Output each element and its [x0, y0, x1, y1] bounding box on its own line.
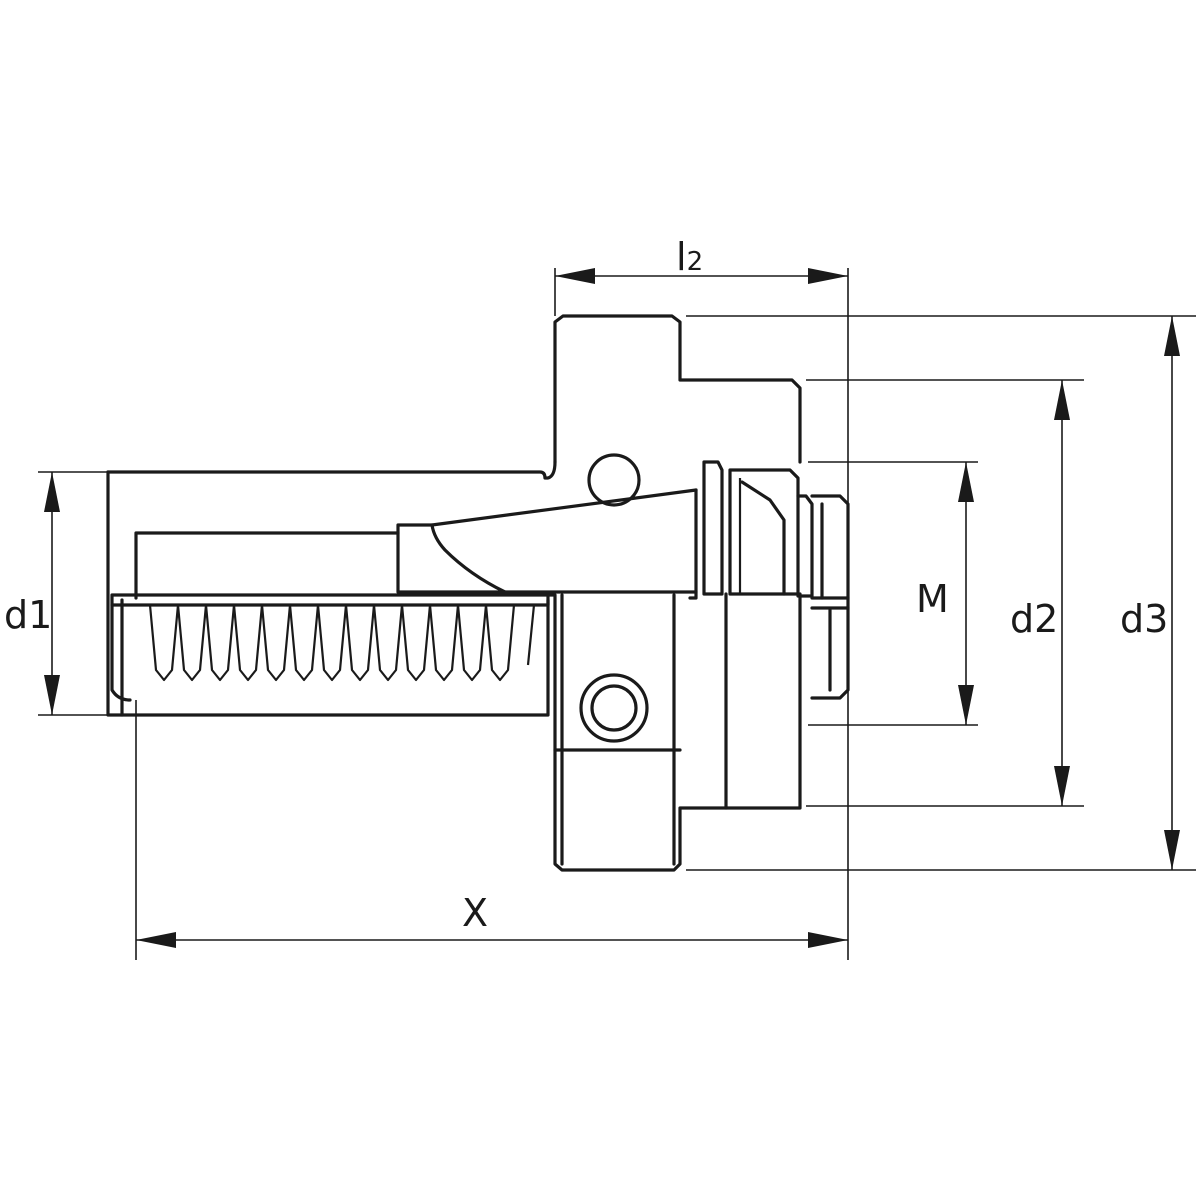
cross-hole-inner [590, 684, 638, 732]
locking-ball [587, 453, 641, 507]
label-X: X [462, 891, 488, 935]
inner-step [134, 488, 698, 600]
X-arrow-left [136, 932, 176, 948]
shank-bottom-edge [120, 598, 550, 717]
screw-head [796, 494, 814, 598]
X-arrow-right [808, 932, 848, 948]
clamp-block [553, 314, 802, 464]
collet-ring [728, 468, 800, 596]
collet-body [688, 488, 698, 600]
label-l2: l2 [676, 235, 703, 279]
thread-rack-frame [110, 593, 550, 607]
d2-arrow-bottom [1054, 766, 1070, 806]
label-d3: d3 [1120, 597, 1168, 641]
thread-end-cap [110, 603, 132, 702]
d2-arrow-top [1054, 380, 1070, 420]
M-arrow-top [958, 462, 974, 502]
label-d1: d1 [4, 593, 52, 637]
thread-rack-teeth [148, 603, 536, 682]
M-arrow-bottom [958, 685, 974, 725]
l2-arrow-right [808, 268, 848, 284]
dimension-labels: l2 d1 M d2 d3 X [4, 235, 1168, 935]
d1-arrow-bottom [44, 675, 60, 715]
l2-arrow-left [555, 268, 595, 284]
body-lower-block [546, 592, 802, 872]
shank-left-end [106, 470, 124, 717]
d3-arrow-top [1164, 316, 1180, 356]
shank-top-edge [106, 460, 557, 480]
dimensions [38, 268, 1196, 960]
cross-hole-outer [579, 673, 649, 743]
tool-holder-outline [106, 314, 850, 872]
wedge-profile [396, 523, 507, 594]
d1-arrow-top [44, 472, 60, 512]
d3-arrow-bottom [1164, 830, 1180, 870]
label-d2: d2 [1010, 597, 1058, 641]
label-M: M [916, 577, 949, 621]
collet-flange [702, 460, 724, 596]
collet-cone [740, 480, 786, 596]
